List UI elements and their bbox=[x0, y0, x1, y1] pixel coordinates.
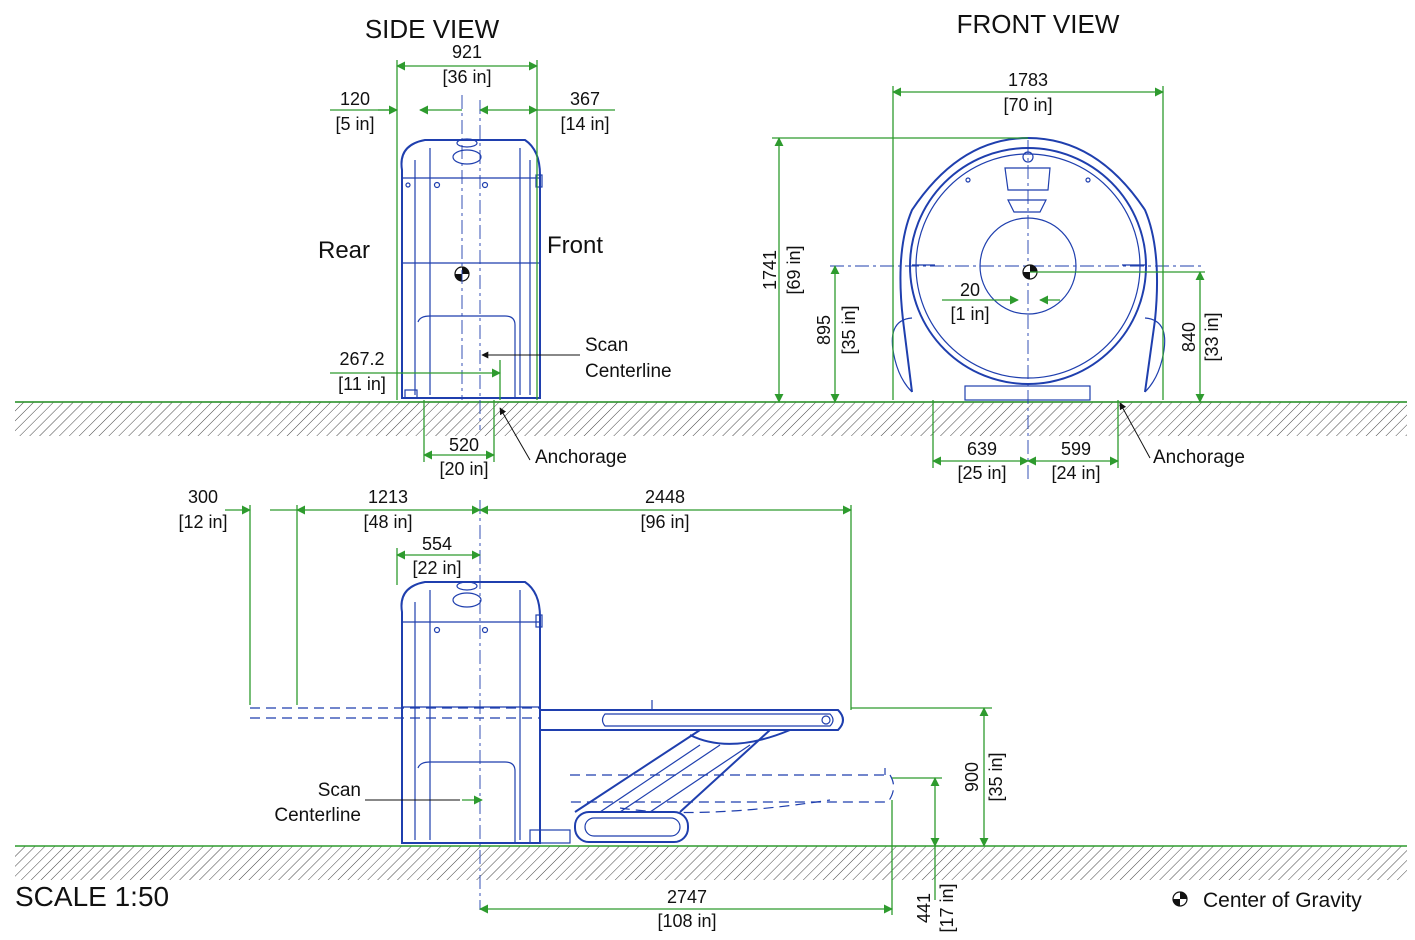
scale-label: SCALE 1:50 bbox=[15, 881, 169, 912]
dim-1741: 1741 [69 in] bbox=[760, 137, 1028, 403]
dim-900-inch: [35 in] bbox=[986, 752, 1006, 801]
label-front: Front bbox=[547, 232, 603, 259]
dim-120-value: 120 bbox=[340, 89, 370, 109]
front-view-title: FRONT VIEW bbox=[957, 9, 1120, 39]
dim-441-inch: [17 in] bbox=[937, 883, 957, 932]
side-view-gantry bbox=[400, 138, 543, 399]
cog-legend-icon bbox=[1172, 891, 1188, 907]
side-view-title: SIDE VIEW bbox=[365, 14, 500, 44]
dim-2747: 2747 [108 in] bbox=[479, 800, 893, 931]
dim-20-value: 20 bbox=[960, 280, 980, 300]
dim-921: 921 [36 in] bbox=[396, 42, 538, 400]
dim-895: 895 [35 in] bbox=[814, 265, 859, 403]
dim-840-value: 840 bbox=[1179, 322, 1199, 352]
dim-2747-inch: [108 in] bbox=[657, 911, 716, 931]
dim-900-value: 900 bbox=[962, 762, 982, 792]
bottom-scan-centerline-callout: Scan Centerline bbox=[274, 780, 460, 826]
dim-840: 840 [33 in] bbox=[1030, 271, 1222, 403]
side-scan-label-1: Scan bbox=[585, 335, 628, 356]
dim-554: 554 [22 in] bbox=[396, 534, 481, 585]
dim-921-inch: [36 in] bbox=[442, 67, 491, 87]
dim-554-inch: [22 in] bbox=[412, 558, 461, 578]
dim-1741-inch: [69 in] bbox=[784, 245, 804, 294]
dim-599: 599 [24 in] bbox=[1027, 400, 1119, 483]
label-rear: Rear bbox=[318, 237, 370, 264]
dim-267-value: 267.2 bbox=[339, 349, 384, 369]
dim-1213-inch: [48 in] bbox=[363, 512, 412, 532]
dim-1783-inch: [70 in] bbox=[1003, 95, 1052, 115]
dim-1741-value: 1741 bbox=[760, 250, 780, 290]
dim-120-inch: [5 in] bbox=[335, 114, 374, 134]
dim-441-value: 441 bbox=[914, 893, 934, 923]
bottom-scan-label-2: Centerline bbox=[274, 805, 361, 826]
dim-2448-inch: [96 in] bbox=[640, 512, 689, 532]
bottom-table bbox=[250, 700, 895, 844]
dim-267-inch: [11 in] bbox=[338, 374, 386, 394]
side-anchorage-label: Anchorage bbox=[535, 447, 627, 468]
dim-267: 267.2 [11 in] bbox=[330, 349, 501, 400]
floor-bottom bbox=[15, 845, 1407, 880]
dim-300-1213-2448: 300 [12 in] 1213 [48 in] 2448 [96 in] bbox=[178, 487, 852, 710]
dim-895-value: 895 bbox=[814, 315, 834, 345]
dim-895-inch: [35 in] bbox=[839, 305, 859, 354]
dim-599-inch: [24 in] bbox=[1051, 463, 1100, 483]
dim-1213-value: 1213 bbox=[368, 487, 408, 507]
dim-900: 900 [35 in] bbox=[851, 707, 1006, 847]
dim-367-inch: [14 in] bbox=[560, 114, 609, 134]
bottom-scan-label-1: Scan bbox=[318, 780, 361, 801]
side-anchorage-callout: Anchorage bbox=[499, 407, 627, 468]
dim-520: 520 [20 in] bbox=[423, 400, 495, 479]
dim-639-inch: [25 in] bbox=[957, 463, 1006, 483]
dim-20-inch: [1 in] bbox=[950, 304, 989, 324]
side-scan-centerline-callout: Scan Centerline bbox=[481, 335, 672, 382]
dim-441: 441 [17 in] bbox=[892, 777, 957, 933]
dim-367-value: 367 bbox=[570, 89, 600, 109]
cog-legend-label: Center of Gravity bbox=[1203, 889, 1362, 912]
dim-520-value: 520 bbox=[449, 435, 479, 455]
dim-554-value: 554 bbox=[422, 534, 452, 554]
dim-921-value: 921 bbox=[452, 42, 482, 62]
front-anchorage-label: Anchorage bbox=[1153, 447, 1245, 468]
dim-2747-value: 2747 bbox=[667, 887, 707, 907]
front-anchorage-callout: Anchorage bbox=[1119, 402, 1245, 468]
floor-top bbox=[15, 401, 1407, 436]
dim-20: 20 [1 in] bbox=[942, 280, 1060, 324]
dim-1783-value: 1783 bbox=[1008, 70, 1048, 90]
dim-520-inch: [20 in] bbox=[439, 459, 488, 479]
dim-639: 639 [25 in] bbox=[932, 400, 1029, 483]
dim-300-value: 300 bbox=[188, 487, 218, 507]
dim-599-value: 599 bbox=[1061, 439, 1091, 459]
dim-120: 120 [5 in] bbox=[330, 89, 462, 134]
dim-300-inch: [12 in] bbox=[178, 512, 227, 532]
dim-2448-value: 2448 bbox=[645, 487, 685, 507]
side-scan-label-2: Centerline bbox=[585, 361, 672, 382]
dim-840-inch: [33 in] bbox=[1202, 312, 1222, 361]
bottom-gantry bbox=[400, 581, 543, 844]
dim-367: 367 [14 in] bbox=[479, 89, 615, 134]
dim-639-value: 639 bbox=[967, 439, 997, 459]
